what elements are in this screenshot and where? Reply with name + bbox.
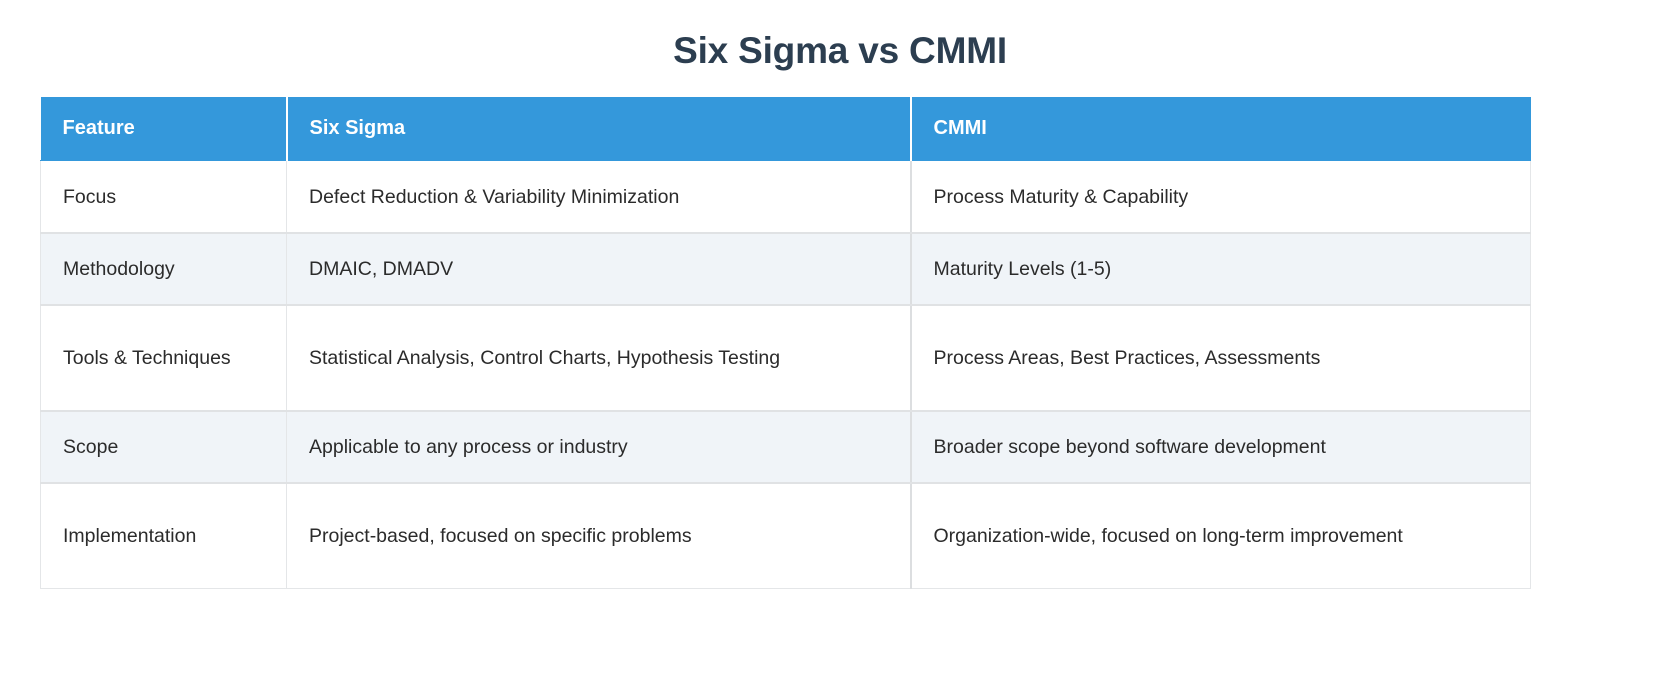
column-header-six-sigma: Six Sigma <box>286 97 912 162</box>
page-title: Six Sigma vs CMMI <box>673 30 1007 71</box>
table-row: Tools & Techniques Statistical Analysis,… <box>40 304 1531 412</box>
cell-feature: Implementation <box>40 482 287 590</box>
comparison-table: Feature Six Sigma CMMI Focus Defect Redu… <box>40 97 1531 590</box>
cell-cmmi: Organization-wide, focused on long-term … <box>909 482 1531 590</box>
table-row: Implementation Project-based, focused on… <box>40 482 1531 590</box>
cell-feature: Focus <box>40 160 287 234</box>
table-row: Scope Applicable to any process or indus… <box>40 410 1531 484</box>
cell-feature: Tools & Techniques <box>40 304 287 412</box>
cell-feature: Methodology <box>40 232 287 306</box>
cell-six-sigma: Defect Reduction & Variability Minimizat… <box>286 160 911 234</box>
column-header-cmmi: CMMI <box>910 97 1531 162</box>
cell-six-sigma: DMAIC, DMADV <box>286 232 911 306</box>
cell-six-sigma: Project-based, focused on specific probl… <box>286 482 911 590</box>
table-body: Focus Defect Reduction & Variability Min… <box>40 160 1531 590</box>
cell-cmmi: Broader scope beyond software developmen… <box>909 410 1531 484</box>
comparison-table-wrapper: Feature Six Sigma CMMI Focus Defect Redu… <box>40 97 1531 590</box>
cell-feature: Scope <box>40 410 287 484</box>
cell-cmmi: Process Areas, Best Practices, Assessmen… <box>909 304 1531 412</box>
table-row: Focus Defect Reduction & Variability Min… <box>40 160 1531 234</box>
cell-cmmi: Process Maturity & Capability <box>909 160 1531 234</box>
table-row: Methodology DMAIC, DMADV Maturity Levels… <box>40 232 1531 306</box>
cell-cmmi: Maturity Levels (1-5) <box>909 232 1531 306</box>
table-header-row: Feature Six Sigma CMMI <box>40 97 1531 162</box>
cell-six-sigma: Statistical Analysis, Control Charts, Hy… <box>286 304 911 412</box>
cell-six-sigma: Applicable to any process or industry <box>286 410 911 484</box>
table-header: Feature Six Sigma CMMI <box>40 97 1531 162</box>
column-header-feature: Feature <box>40 97 288 162</box>
